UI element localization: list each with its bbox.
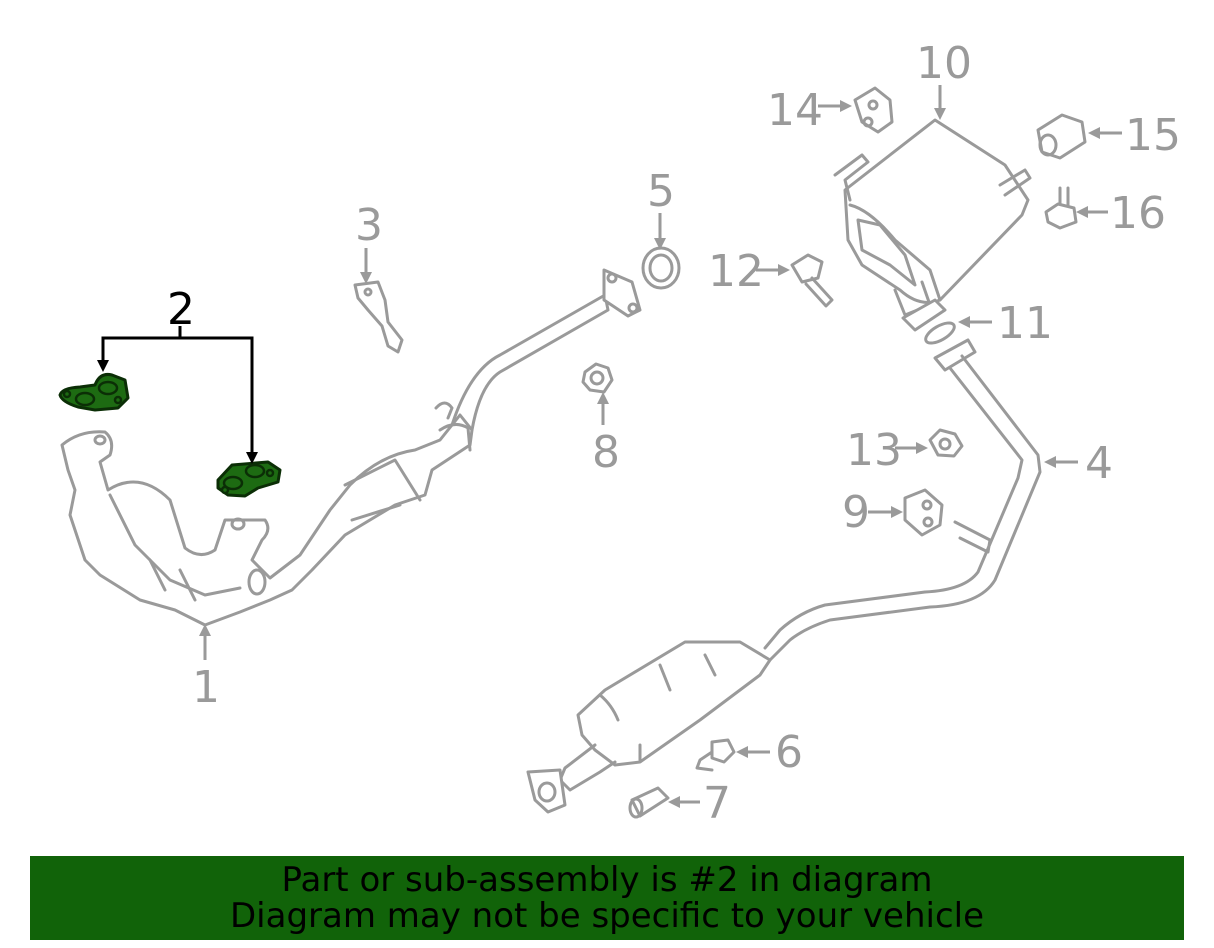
part-5-gasket-ring[interactable] [641,246,681,290]
callout-labels: 1 2 3 4 5 6 7 8 9 10 11 12 13 14 15 16 [167,38,1181,829]
info-banner: Part or sub-assembly is #2 in diagram Di… [30,856,1184,940]
part-14-rubber-mount[interactable] [853,86,894,134]
part-15-rubber-sleeve[interactable] [1036,113,1087,160]
part-9-rubber-mount[interactable] [903,488,944,537]
callout-12: 12 [708,246,764,297]
callout-2: 2 [167,284,195,335]
part-7-sleeve[interactable] [628,786,670,819]
callout-13: 13 [846,425,902,476]
callout-6: 6 [775,727,803,778]
front-pipe[interactable] [434,268,642,432]
callout-15: 15 [1125,110,1181,161]
part-11-gasket[interactable] [923,319,958,347]
part-1-exhaust-manifold[interactable] [60,413,474,627]
part-8-nut[interactable] [581,362,614,394]
part-16-bolt[interactable] [1044,186,1078,230]
callout-7: 7 [703,778,731,829]
callout-9: 9 [842,487,870,538]
leader-lines [199,85,1122,808]
part-4-center-pipe[interactable] [763,338,1042,662]
callout-5: 5 [647,166,675,217]
part-3-bracket[interactable] [353,280,404,354]
callout-4: 4 [1085,438,1113,489]
callout-3: 3 [355,200,383,251]
callout-11: 11 [997,298,1053,349]
callout-16: 16 [1110,188,1166,239]
banner-line-1: Part or sub-assembly is #2 in diagram [281,860,933,900]
rear-catalytic-converter[interactable] [526,640,772,814]
callout-1: 1 [192,662,220,713]
part-6-stud[interactable] [695,738,736,772]
callout-10: 10 [916,38,972,89]
part-2-leader [97,326,258,464]
callout-8: 8 [592,427,620,478]
banner-line-2: Diagram may not be specific to your vehi… [229,896,985,936]
part-2-exhaust-gaskets[interactable] [58,373,282,498]
part-10-muffler[interactable] [833,118,1032,332]
part-12-bolt[interactable] [790,253,834,308]
callout-14: 14 [767,85,823,136]
part-13-nut[interactable] [928,428,964,458]
